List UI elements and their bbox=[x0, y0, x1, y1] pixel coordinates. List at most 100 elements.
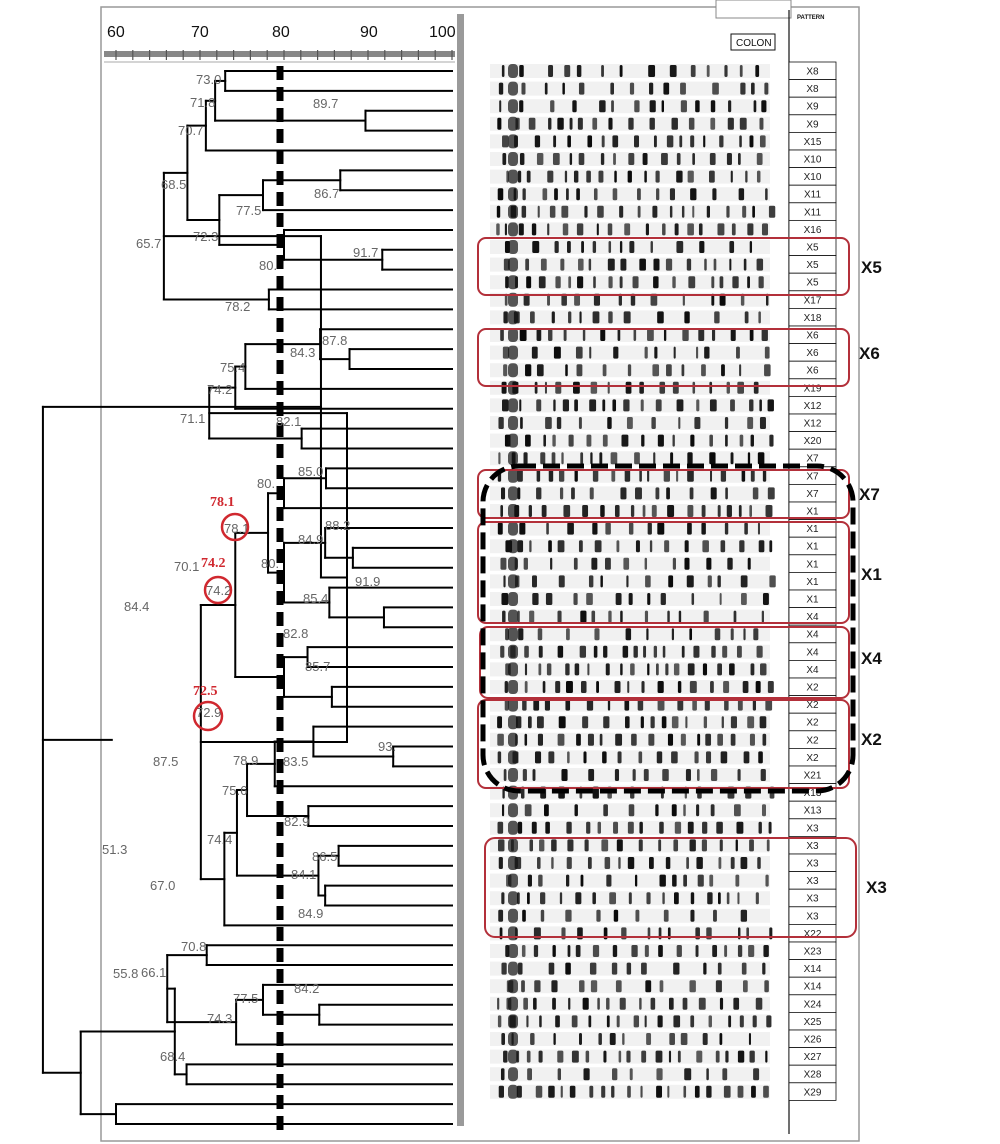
gel-band bbox=[659, 980, 664, 993]
gel-band bbox=[571, 487, 575, 500]
gel-band bbox=[628, 153, 635, 165]
node-similarity-label: 86.5 bbox=[312, 849, 337, 864]
gel-band bbox=[619, 205, 624, 218]
gel-band bbox=[521, 945, 526, 957]
gel-band bbox=[534, 980, 541, 993]
gel-band bbox=[607, 381, 610, 394]
gel-band bbox=[655, 399, 662, 412]
gel-band bbox=[753, 100, 757, 113]
gel-band bbox=[592, 786, 599, 799]
gel-band-heavy bbox=[508, 451, 518, 466]
gel-band bbox=[652, 364, 660, 377]
gel-band bbox=[666, 135, 674, 148]
gel-band bbox=[688, 276, 696, 289]
gel-band bbox=[538, 276, 546, 289]
gel-band bbox=[527, 716, 532, 729]
lane-header: COLON bbox=[736, 38, 772, 49]
node-similarity-label: 78.9 bbox=[233, 753, 258, 768]
gel-band bbox=[676, 469, 679, 482]
gel-band bbox=[566, 874, 570, 887]
gel-band bbox=[545, 593, 553, 605]
gel-band bbox=[562, 399, 570, 412]
pattern-label: X2 bbox=[806, 718, 819, 729]
gel-band bbox=[498, 452, 501, 465]
gel-band bbox=[544, 381, 547, 394]
gel-band bbox=[758, 821, 762, 834]
gel-lane-background bbox=[490, 768, 770, 782]
gel-band bbox=[680, 733, 686, 746]
gel-band bbox=[567, 522, 574, 535]
gel-band bbox=[747, 716, 755, 729]
cluster-boxes: X5 X6 X7 X1 X4 X2 X3 bbox=[477, 237, 887, 938]
gel-band bbox=[690, 188, 697, 201]
gel-band bbox=[710, 804, 715, 817]
gel-band bbox=[730, 716, 737, 729]
pattern-label: X10 bbox=[804, 155, 822, 166]
gel-band bbox=[620, 487, 627, 500]
gel-band bbox=[747, 417, 754, 429]
gel-band bbox=[671, 804, 677, 817]
node-similarity-label: 70.8 bbox=[181, 939, 206, 954]
gel-band bbox=[580, 610, 587, 623]
gel-band-heavy bbox=[508, 521, 518, 536]
gel-band bbox=[576, 65, 582, 77]
gel-band bbox=[497, 997, 500, 1010]
gel-band bbox=[632, 769, 636, 781]
gel-lane-background bbox=[490, 1032, 770, 1046]
gel-band bbox=[627, 857, 635, 869]
gel-band bbox=[712, 945, 718, 957]
gel-band bbox=[692, 153, 695, 165]
gel-band bbox=[645, 575, 651, 588]
gel-lane-background bbox=[490, 433, 770, 448]
gel-band bbox=[612, 399, 617, 412]
gel-band bbox=[557, 733, 565, 746]
pattern-label: X14 bbox=[804, 964, 822, 975]
gel-band bbox=[687, 469, 694, 482]
gel-band bbox=[656, 188, 660, 201]
pattern-label: X26 bbox=[804, 1035, 822, 1046]
gel-band bbox=[501, 1033, 505, 1045]
gel-band bbox=[579, 311, 582, 324]
gel-band bbox=[685, 716, 688, 729]
gel-band bbox=[522, 769, 527, 781]
gel-band bbox=[710, 469, 713, 482]
gel-band bbox=[588, 575, 594, 588]
gel-band bbox=[724, 945, 728, 957]
gel-band bbox=[747, 276, 750, 289]
gel-band bbox=[719, 293, 726, 306]
gel-band bbox=[728, 1015, 732, 1028]
gel-band bbox=[642, 153, 648, 165]
pattern-header: PATTERN bbox=[797, 15, 824, 21]
gel-band bbox=[697, 769, 700, 781]
gel-band bbox=[727, 117, 734, 130]
gel-band bbox=[758, 751, 763, 764]
gel-band bbox=[710, 769, 718, 781]
gel-band bbox=[526, 1050, 531, 1063]
gel-band bbox=[548, 329, 553, 341]
gel-band bbox=[525, 434, 531, 447]
gel-band bbox=[617, 329, 621, 341]
gel-band bbox=[614, 170, 617, 183]
gel-band bbox=[565, 364, 568, 377]
gel-band bbox=[665, 663, 669, 676]
gel-band bbox=[593, 645, 598, 658]
pattern-label: X2 bbox=[806, 753, 819, 764]
gel-band-heavy bbox=[508, 398, 518, 413]
gel-band bbox=[644, 1015, 647, 1028]
gel-band-heavy bbox=[508, 592, 518, 606]
pattern-label: X6 bbox=[806, 366, 819, 377]
gel-band bbox=[694, 417, 701, 429]
gel-band bbox=[497, 117, 502, 130]
gel-band bbox=[653, 645, 658, 658]
gel-band bbox=[725, 1050, 729, 1063]
gel-band bbox=[576, 188, 580, 201]
gel-band bbox=[740, 909, 748, 922]
gel-band-heavy bbox=[508, 908, 518, 923]
gel-band bbox=[704, 346, 710, 359]
gel-band bbox=[560, 258, 565, 271]
pattern-label: X24 bbox=[804, 999, 822, 1010]
gel-band bbox=[599, 100, 606, 113]
gel-band bbox=[586, 434, 592, 447]
gel-band bbox=[760, 663, 767, 676]
gel-band bbox=[551, 857, 554, 869]
